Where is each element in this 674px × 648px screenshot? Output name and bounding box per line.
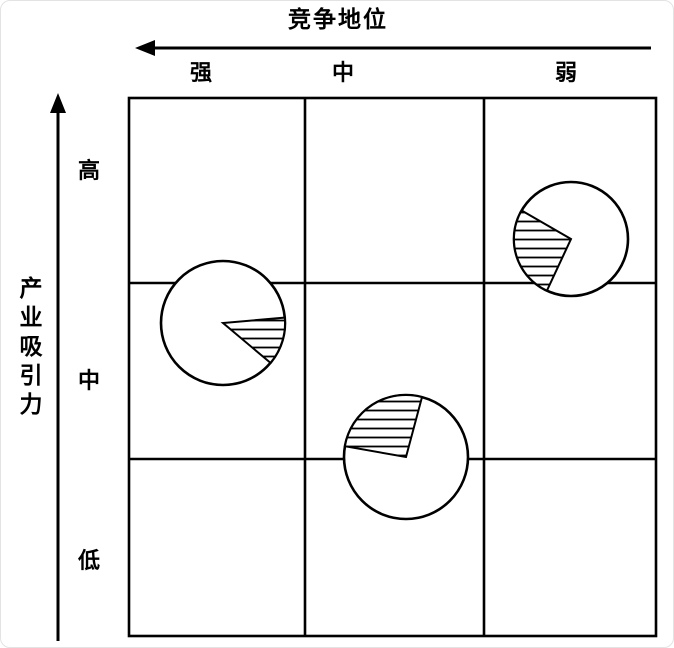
left-arrowhead-icon — [135, 40, 155, 56]
share-bubble — [159, 259, 287, 387]
y-axis-title: 产业吸引力 — [15, 275, 41, 421]
share-bubble — [512, 180, 630, 298]
x-category-medium: 中 — [331, 61, 354, 86]
x-axis-arrow — [135, 40, 651, 56]
y-axis-arrow — [50, 93, 66, 641]
y-category-medium: 中 — [77, 369, 100, 394]
up-arrowhead-icon — [50, 93, 66, 113]
x-category-strong: 强 — [189, 61, 212, 86]
y-category-low: 低 — [77, 549, 100, 574]
y-category-high: 高 — [77, 159, 100, 184]
share-bubble — [342, 393, 470, 521]
x-axis-title: 竞争地位 — [288, 7, 388, 33]
share-bubbles — [159, 180, 630, 521]
share-wedge — [220, 316, 287, 365]
x-category-weak: 弱 — [554, 61, 577, 86]
share-wedge — [343, 394, 424, 459]
share-wedge — [512, 209, 573, 293]
